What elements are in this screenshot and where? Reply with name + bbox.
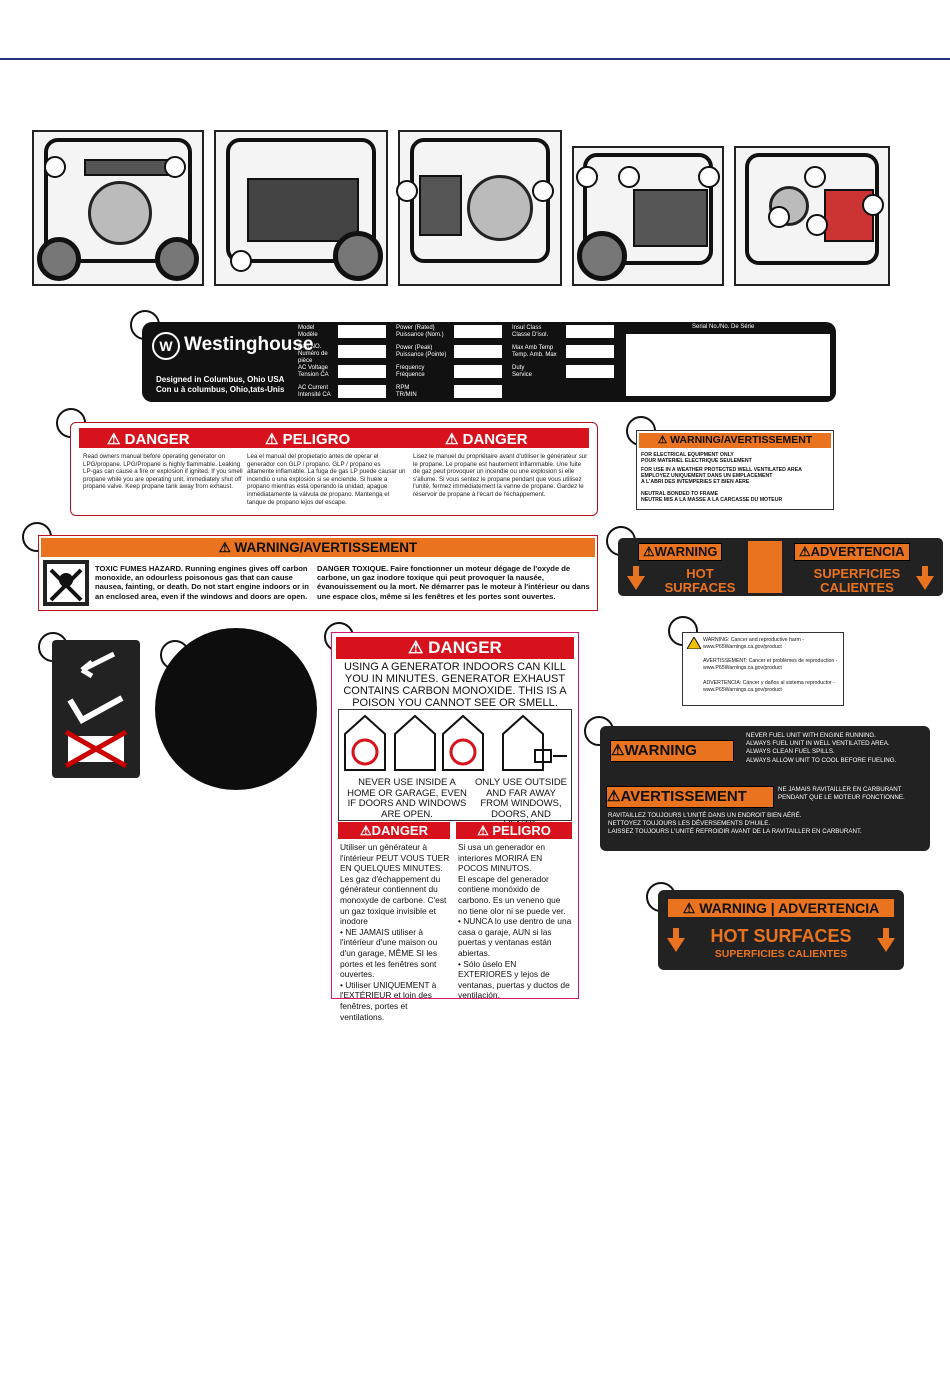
serial-box	[626, 334, 830, 396]
propane-text-es: Lea el manual del propietario antes de o…	[247, 453, 406, 506]
never-text: NEVER USE INSIDE A HOME OR GARAGE, EVEN …	[347, 777, 467, 820]
danger-heading: ⚠ DANGER	[336, 637, 574, 659]
arrow-down-icon	[667, 938, 685, 952]
toxic-fumes-warning-label: ⚠ WARNING/AVERTISSEMENT TOXIC FUMES HAZA…	[38, 535, 598, 611]
propane-text-fr: Lisez le manuel du propriétaire avant d'…	[413, 453, 588, 498]
electrical-warning-label: ⚠ WARNING/AVERTISSEMENT FOR ELECTRICAL E…	[636, 430, 834, 510]
power-peak-label: Power (Peak) Puissance (Pointe)	[396, 345, 447, 358]
fuel-text-fr-1: NE JAMAIS RAVITAILLER EN CARBURANT PENDA…	[778, 786, 905, 802]
warning-advertencia-badge: ⚠ WARNING | ADVERTENCIA	[668, 899, 894, 917]
generator-view-side	[398, 130, 562, 286]
callout-marker	[768, 206, 790, 228]
generator-view-rear	[572, 146, 724, 286]
fuel-text-fr-2: RAVITAILLEZ TOUJOURS L'UNITÉ DANS UN END…	[608, 812, 862, 836]
callout-marker	[618, 166, 640, 188]
hot-surfaces-label-small: ⚠ WARNING | ADVERTENCIA HOT SURFACES SUP…	[658, 890, 904, 970]
choke-icon	[64, 651, 128, 769]
power-rated-label: Power (Rated) Puissance (Nom.)	[396, 325, 444, 338]
superficies-text: SUPERFICIES CALIENTES	[813, 566, 901, 595]
arrow-down-icon	[916, 576, 934, 590]
refuel-warning-label: ⚠WARNING NEVER FUEL UNIT WITH ENGINE RUN…	[600, 726, 930, 851]
p65-text-en: WARNING: Cancer and reproductive harm - …	[703, 637, 804, 650]
danger-heading: ⚠ DANGER	[107, 431, 190, 448]
co-danger-label: ⚠ DANGER USING A GENERATOR INDOORS CAN K…	[331, 632, 579, 1022]
brand-logo: W	[152, 332, 180, 360]
generator-view-front	[32, 130, 204, 286]
peligro-heading: ⚠ PELIGRO	[265, 431, 351, 448]
warning-heading: ⚠ WARNING/AVERTISSEMENT	[41, 538, 595, 557]
header-rule	[0, 58, 950, 60]
warning-badge: ⚠WARNING	[610, 740, 734, 762]
arrow-down-icon	[877, 938, 895, 952]
toxic-fumes-icon	[43, 560, 89, 606]
co-pictograms: NEVER USE INSIDE A HOME OR GARAGE, EVEN …	[338, 709, 572, 830]
part-label: Part NO. Numéro de pièce	[298, 344, 328, 364]
co-main-text: USING A GENERATOR INDOORS CAN KILL YOU I…	[343, 661, 567, 709]
callout-marker	[396, 180, 418, 202]
insul-label: Insul Class Classe D'isol.	[512, 325, 549, 338]
co-text-fr: Utiliser un générateur à l'intérieur PEU…	[340, 842, 450, 1022]
ac-voltage-label: AC Voltage Tension CA	[298, 365, 329, 378]
hot-hand-icon	[748, 541, 782, 593]
warning-heading: ⚠ WARNING/AVERTISSEMENT	[639, 433, 831, 448]
prop65-warning-label: WARNING: Cancer and reproductive harm - …	[682, 632, 844, 706]
rpm-label: RPM TR/MIN	[396, 385, 417, 398]
callout-marker	[164, 156, 186, 178]
superficies-text: SUPERFICIES CALIENTES	[714, 948, 848, 960]
toxic-text-fr: DANGER TOXIQUE. Faire fonctionner un mot…	[317, 564, 590, 601]
choke-sign	[52, 640, 140, 778]
p65-text-es: ADVERTENCIA: Cáncer y daños al sistema r…	[703, 680, 835, 693]
electrical-line-2: FOR USE IN A WEATHER PROTECTED WELL VENT…	[641, 467, 802, 485]
electrical-line-1: FOR ELECTRICAL EQUIPMENT ONLY POUR MATER…	[641, 452, 752, 464]
fuel-text-en: NEVER FUEL UNIT WITH ENGINE RUNNING. ALW…	[746, 732, 897, 764]
toxic-text-en: TOXIC FUMES HAZARD. Running engines give…	[95, 564, 309, 601]
advertencia-badge: ⚠ADVERTENCIA	[794, 543, 910, 561]
callout-marker	[44, 156, 66, 178]
co-text-es: Si usa un generador en interiores MORIRÁ…	[458, 842, 572, 1001]
danger-fr-heading: ⚠ DANGER	[445, 431, 528, 448]
danger-subheading: ⚠DANGER	[338, 822, 450, 839]
callout-marker	[806, 214, 828, 236]
callout-marker	[230, 250, 252, 272]
serial-label: Serial No./No. De Série	[692, 324, 755, 330]
rating-plate: W Westinghouse Designed in Columbus, Ohi…	[142, 322, 836, 402]
propane-danger-label: ⚠ DANGER ⚠ PELIGRO ⚠ DANGER Read owners …	[70, 422, 598, 516]
duty-label: Duty Service	[512, 365, 533, 378]
p65-text-fr: AVERTISSEMENT: Cancer et problèmes de re…	[703, 658, 838, 671]
propane-text-en: Read owners manual before operating gene…	[83, 453, 243, 491]
model-label: Model Modèle	[298, 325, 318, 338]
round-label-blank	[155, 628, 317, 790]
warning-badge: ⚠WARNING	[638, 543, 723, 561]
callout-marker	[576, 166, 598, 188]
hot-surfaces-text: HOT SURFACES	[664, 566, 736, 595]
ac-current-label: AC Current Intensité CA	[298, 385, 331, 398]
brand-name: Westinghouse	[184, 334, 314, 355]
avertissement-badge: ⚠AVERTISSEMENT	[606, 786, 774, 808]
callout-marker	[862, 194, 884, 216]
electrical-line-3: NEUTRAL BONDED TO FRAME NEUTRE MIS A LA …	[641, 491, 783, 503]
callout-marker	[532, 180, 554, 202]
warning-triangle-icon	[687, 637, 701, 649]
arrow-down-icon	[627, 576, 645, 590]
callout-marker	[804, 166, 826, 188]
max-amb-label: Max Amb Temp Temp. Amb. Max	[512, 345, 557, 358]
house-garage-icon	[344, 714, 567, 771]
frequency-label: Frequency Fréquence	[396, 365, 425, 378]
hot-surfaces-text: HOT SURFACES	[710, 926, 852, 946]
hot-surfaces-label-wide: ⚠WARNING ⚠ADVERTENCIA HOT SURFACES SUPER…	[618, 538, 943, 596]
peligro-subheading: ⚠ PELIGRO	[456, 822, 572, 839]
callout-marker	[698, 166, 720, 188]
